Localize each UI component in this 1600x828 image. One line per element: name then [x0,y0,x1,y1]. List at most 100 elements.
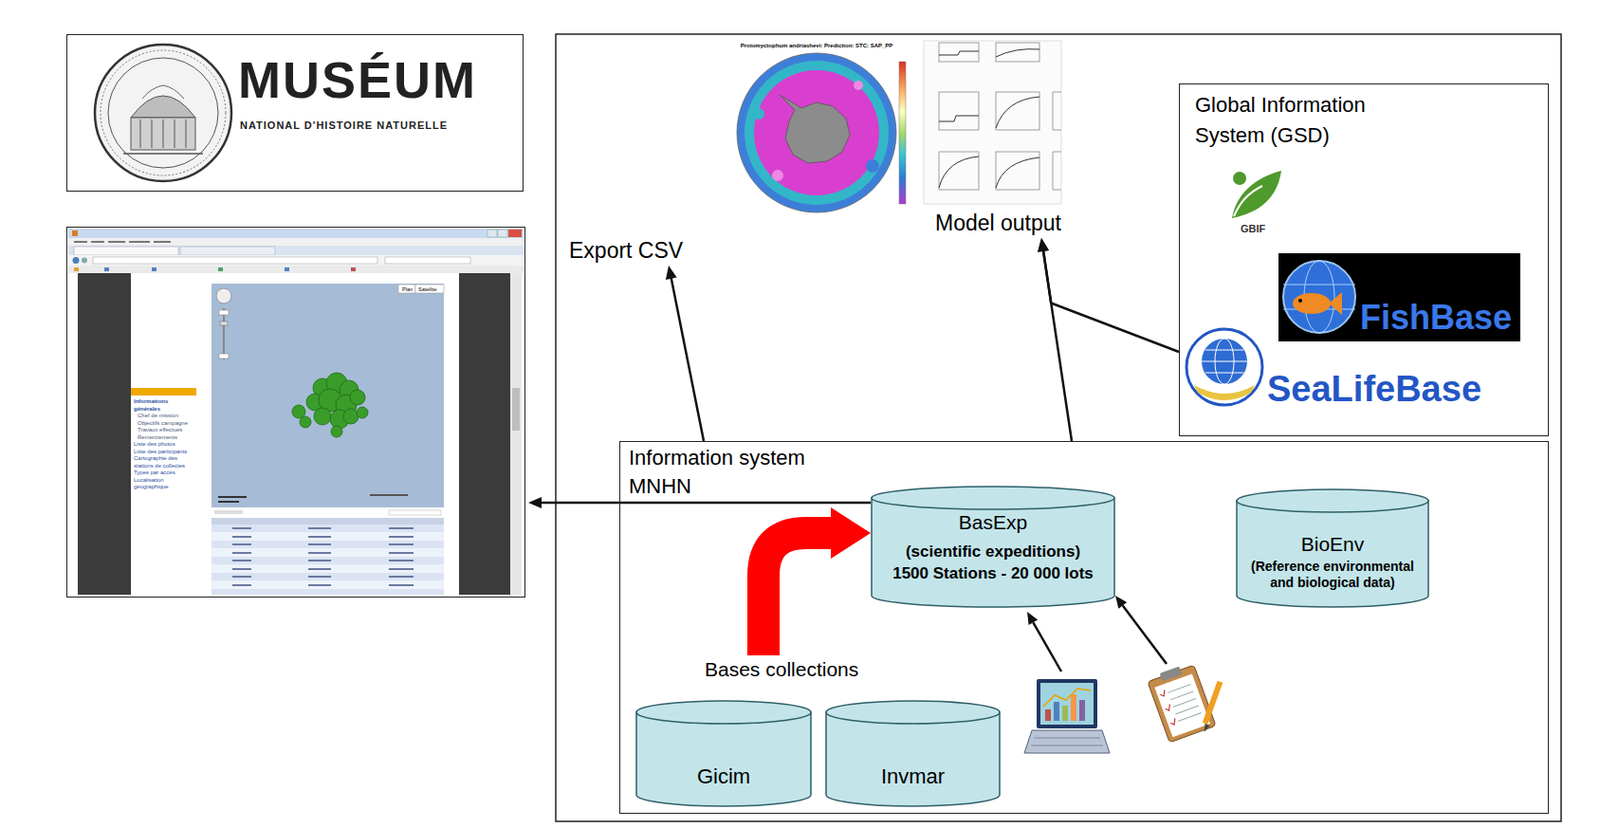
menu-item: Liste des photos [133,441,197,449]
browser-screenshot-part [151,267,157,272]
gsd-logos [1186,170,1521,405]
connector-line [670,276,704,442]
arrowhead [665,265,678,280]
browser-screenshot-part-part [356,406,368,419]
connector [763,507,871,656]
browser-screenshot-part-part [232,543,252,546]
browser-screenshot-part [220,321,228,326]
menu-item: Types par accès [133,469,197,478]
database-cylinder: Invmar [825,699,1001,808]
logo-wordmark: MUSÉUM [238,54,478,106]
response-plots [923,40,1062,204]
browser-screenshot-part-part [308,584,332,587]
museum-emblem-part [130,95,196,118]
laptop-icon-part [1053,701,1060,721]
logo-text: SeaLifeBase [1267,370,1482,407]
logo-text: FishBase [1360,300,1512,335]
gsd-logos-part [1292,293,1331,314]
menu-item: Objectifs campagne [133,420,197,428]
cylinder-top [636,700,811,724]
system-box: Global Information System (GSD)GBIFFishB… [1178,83,1549,437]
text-label: Export CSV [569,238,683,263]
cylinder-label: Invmar [825,764,1001,790]
response-plots-part [923,40,1062,204]
icon-arrows-part [1122,605,1167,664]
database-name: BioEnv [1301,532,1365,557]
browser-screenshot-part [219,310,229,315]
browser-screenshot-part-part [232,568,252,571]
browser-screenshot-part [68,245,524,256]
browser-screenshot-part [218,496,247,498]
response-plots-part-part [995,157,1040,188]
browser-screenshot-part [130,387,197,396]
browser-screenshot-part [211,556,444,566]
prediction-map-part [754,70,880,196]
cylinder-body [871,497,1115,607]
clipboard-icon-part [1201,721,1212,732]
logo-text: GBIF [1240,222,1266,236]
cylinder-top [871,486,1115,510]
browser-screenshot-part [68,238,524,246]
sidebar-menu: Informations généralesChef de missionObj… [133,398,197,492]
browser-screenshot-part [77,273,131,595]
database-description: (Reference environmental and biological … [1245,558,1420,591]
browser-screenshot-part [73,240,88,243]
cylinder-label: BasExp(scientific expeditions)1500 Stati… [870,510,1116,585]
response-plots-part-part [938,91,979,130]
response-plots-part-part [938,156,979,188]
menu-item: Chef de mission [133,412,197,421]
clipboard-icon-part [1167,683,1191,693]
browser-screenshot-part [72,230,78,237]
connector [665,265,704,442]
menu-item: Remerciements [133,434,197,442]
browser-screenshot-part-part [343,408,359,424]
clipboard-icon-part [1154,673,1211,737]
browser-screenshot-part [211,549,444,558]
browser-screenshot-part [211,524,444,534]
cylinder-top [1236,489,1429,513]
browser-screenshot-part [487,229,497,238]
browser-screenshot-part [385,257,471,264]
browser-screenshot-part [350,267,356,272]
museum-emblem-part [185,119,187,148]
browser-screenshot-part [128,240,150,243]
cylinder-body [636,712,811,807]
browser-screenshot-part-part [308,559,332,562]
icon-arrows-part [1027,611,1038,626]
browser-screenshot-part [211,283,444,508]
clipboard-icon-part [1170,691,1194,700]
browser-screenshot-part-part [308,568,332,571]
browser-screenshot-part-part [313,407,332,425]
browser-screenshot-part [216,288,232,304]
response-plots-part-part [1052,151,1062,190]
cylinder-label: BioEnv(Reference environmental and biolo… [1235,532,1430,591]
database-name: Invmar [881,764,945,790]
response-plots-part-part [938,115,979,122]
connector [528,496,871,509]
clipboard-icon-part [1173,698,1196,708]
browser-screenshot-part [211,565,444,574]
gsd-logos-part [1194,385,1255,401]
gsd-logos-part [1298,298,1303,303]
gsd-logos-part [1205,372,1244,374]
browser-screenshot-part [508,229,522,238]
arrowhead [1037,238,1049,253]
browser-screenshot-part [211,517,444,525]
response-plots-part-part [995,91,1040,130]
museum-emblem-part [100,50,226,176]
menu-item: Localisation géographique [133,477,197,492]
prediction-map [736,53,906,213]
prediction-map-part [899,61,906,204]
laptop-icon-part [1024,730,1110,754]
map-title: Protomyctophum andriashevi: Prediction: … [726,42,907,50]
browser-screenshot-part-part [388,568,414,571]
screenshot-panel: PlanSatelliteInformations généralesChef … [66,226,526,598]
browser-screenshot-part-part [232,575,252,578]
prediction-map-part [853,80,864,91]
logo-box: MUSÉUMNATIONAL D'HISTOIRE NATURELLE [66,34,524,192]
browser-screenshot-part-part [308,575,332,578]
output-label: Export CSV [569,238,683,263]
gsd-logos-part [1233,185,1263,217]
browser-screenshot-part [104,267,110,272]
browser-screenshot-part [211,581,444,590]
